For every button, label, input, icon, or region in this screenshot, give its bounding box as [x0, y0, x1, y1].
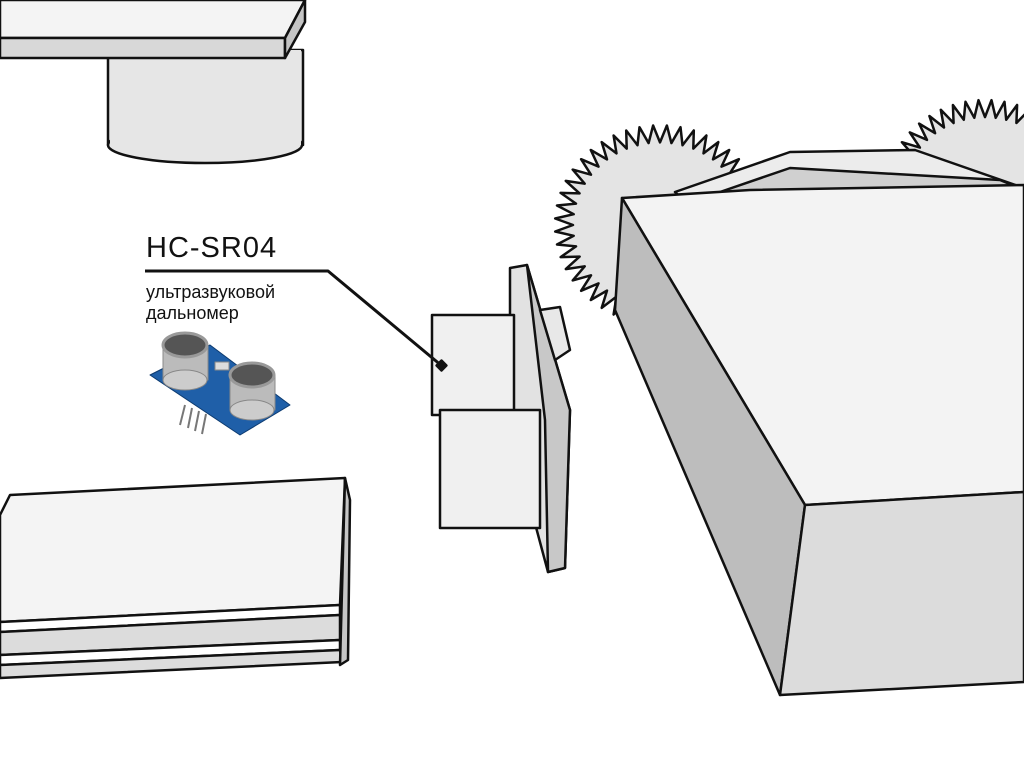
component-title: HC-SR04	[146, 232, 278, 264]
top-left-board	[0, 0, 307, 165]
bottom-left-board	[0, 476, 352, 680]
component-description: ультразвуковой дальномер	[146, 282, 275, 324]
description-line-2: дальномер	[146, 303, 239, 323]
description-line-1: ультразвуковой	[146, 282, 276, 302]
ultrasonic-sensor-model	[430, 263, 572, 574]
leader-line	[145, 269, 448, 372]
hc-sr04-photo	[149, 331, 291, 436]
motor-box	[613, 148, 1024, 697]
